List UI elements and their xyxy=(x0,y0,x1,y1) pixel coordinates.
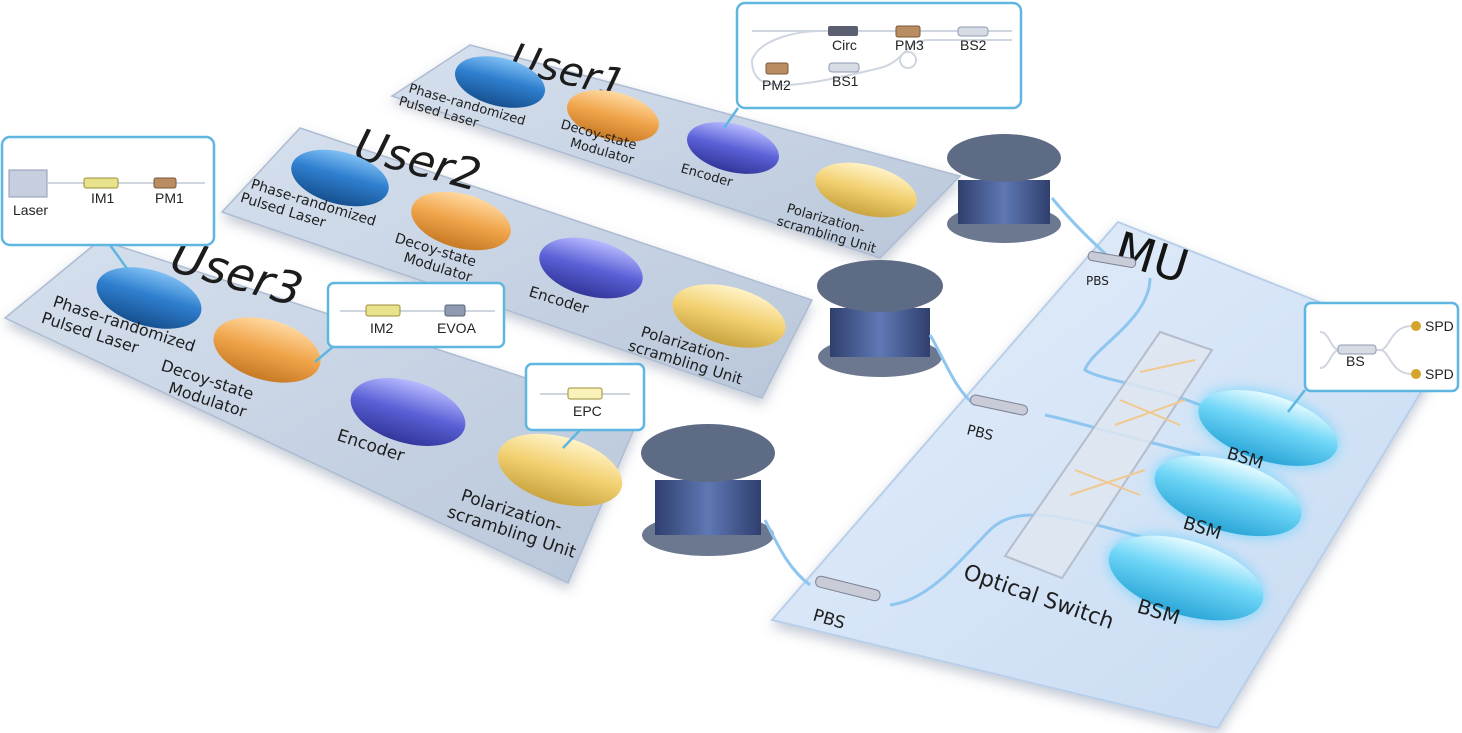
user1-modulator-module xyxy=(567,90,659,142)
user3-laser-module xyxy=(96,267,202,329)
callout-pm3-label: PM3 xyxy=(895,37,924,53)
callout-spd2-label: SPD xyxy=(1425,366,1454,382)
callout-epc: EPC xyxy=(524,362,646,449)
bsm-modules xyxy=(1108,390,1338,621)
callout-bs-label: BS xyxy=(1346,353,1365,369)
fiber-spool-3 xyxy=(641,424,775,556)
bs-icon xyxy=(1337,344,1377,355)
fiber-user3-mu xyxy=(763,519,811,587)
spd-1-icon xyxy=(1411,321,1421,331)
user2-laser-module xyxy=(291,149,389,207)
user3-encoder-module xyxy=(350,378,466,446)
user2-panel: User2 Phase-randomized Pulsed Laser Deco… xyxy=(220,119,814,399)
fiber-pbs3-switch xyxy=(889,513,1171,607)
fiber-spool-1 xyxy=(947,134,1061,243)
user1-encoder-module xyxy=(687,122,779,174)
callout-encoder: Circ PM3 BS2 PM2 BS1 xyxy=(722,1,1023,129)
im2-icon xyxy=(365,304,401,317)
user1-laser-module xyxy=(454,56,546,108)
user1-scrambler-module xyxy=(815,162,917,218)
callout-pm1-label: PM1 xyxy=(155,190,184,206)
callout-pm2-label: PM2 xyxy=(762,77,791,93)
callout-modulator: IM2 EVOA xyxy=(314,281,506,363)
callout-bsm: BS SPD SPD xyxy=(1287,301,1460,413)
epc-icon xyxy=(567,387,603,400)
evoa-icon xyxy=(444,304,466,317)
callout-laser-label: Laser xyxy=(13,202,48,218)
spd-2-icon xyxy=(1411,369,1421,379)
callout-circ-label: Circ xyxy=(832,37,857,53)
callout-bs1-label: BS1 xyxy=(832,73,859,89)
pbs-2-label: PBS xyxy=(965,422,995,444)
bs1-icon xyxy=(828,62,860,73)
callout-epc-label: EPC xyxy=(573,403,602,419)
user2-modulator-module xyxy=(411,191,511,251)
user2-encoder-module xyxy=(539,237,643,299)
user1-panel: User1 Phase-randomized Pulsed Laser Deco… xyxy=(390,35,962,259)
bsm-module-1 xyxy=(1198,390,1338,466)
user3-scrambler-module xyxy=(497,433,623,507)
fiber-user1-mu xyxy=(1050,197,1112,260)
pm1-icon xyxy=(153,177,177,189)
circ-icon xyxy=(828,26,858,36)
bsm-module-3 xyxy=(1108,535,1264,621)
callout-bs2-label: BS2 xyxy=(960,37,987,53)
callout-im1-label: IM1 xyxy=(91,190,115,206)
bs2-icon xyxy=(957,26,989,37)
fiber-user2-mu xyxy=(928,334,976,407)
bsm-module-2 xyxy=(1154,455,1302,537)
im1-icon xyxy=(83,177,119,189)
pbs-1: PBS xyxy=(1086,251,1137,288)
pm2-icon xyxy=(765,62,789,75)
callout-evoa-label: EVOA xyxy=(437,320,477,336)
pbs-2: PBS xyxy=(965,394,1028,444)
pm3-icon xyxy=(895,25,921,38)
user3-panel: User3 Phase-randomized Pulsed Laser Deco… xyxy=(3,229,642,585)
fiber-spool-2 xyxy=(817,260,943,377)
callout-spd1-label: SPD xyxy=(1425,318,1454,334)
callout-im2-label: IM2 xyxy=(370,320,394,336)
user3-modulator-module xyxy=(213,317,321,383)
laser-icon xyxy=(8,169,48,198)
callout-laser: Laser IM1 PM1 xyxy=(0,135,216,271)
pbs-1-label: PBS xyxy=(1086,274,1109,288)
user2-scrambler-module xyxy=(672,284,786,348)
